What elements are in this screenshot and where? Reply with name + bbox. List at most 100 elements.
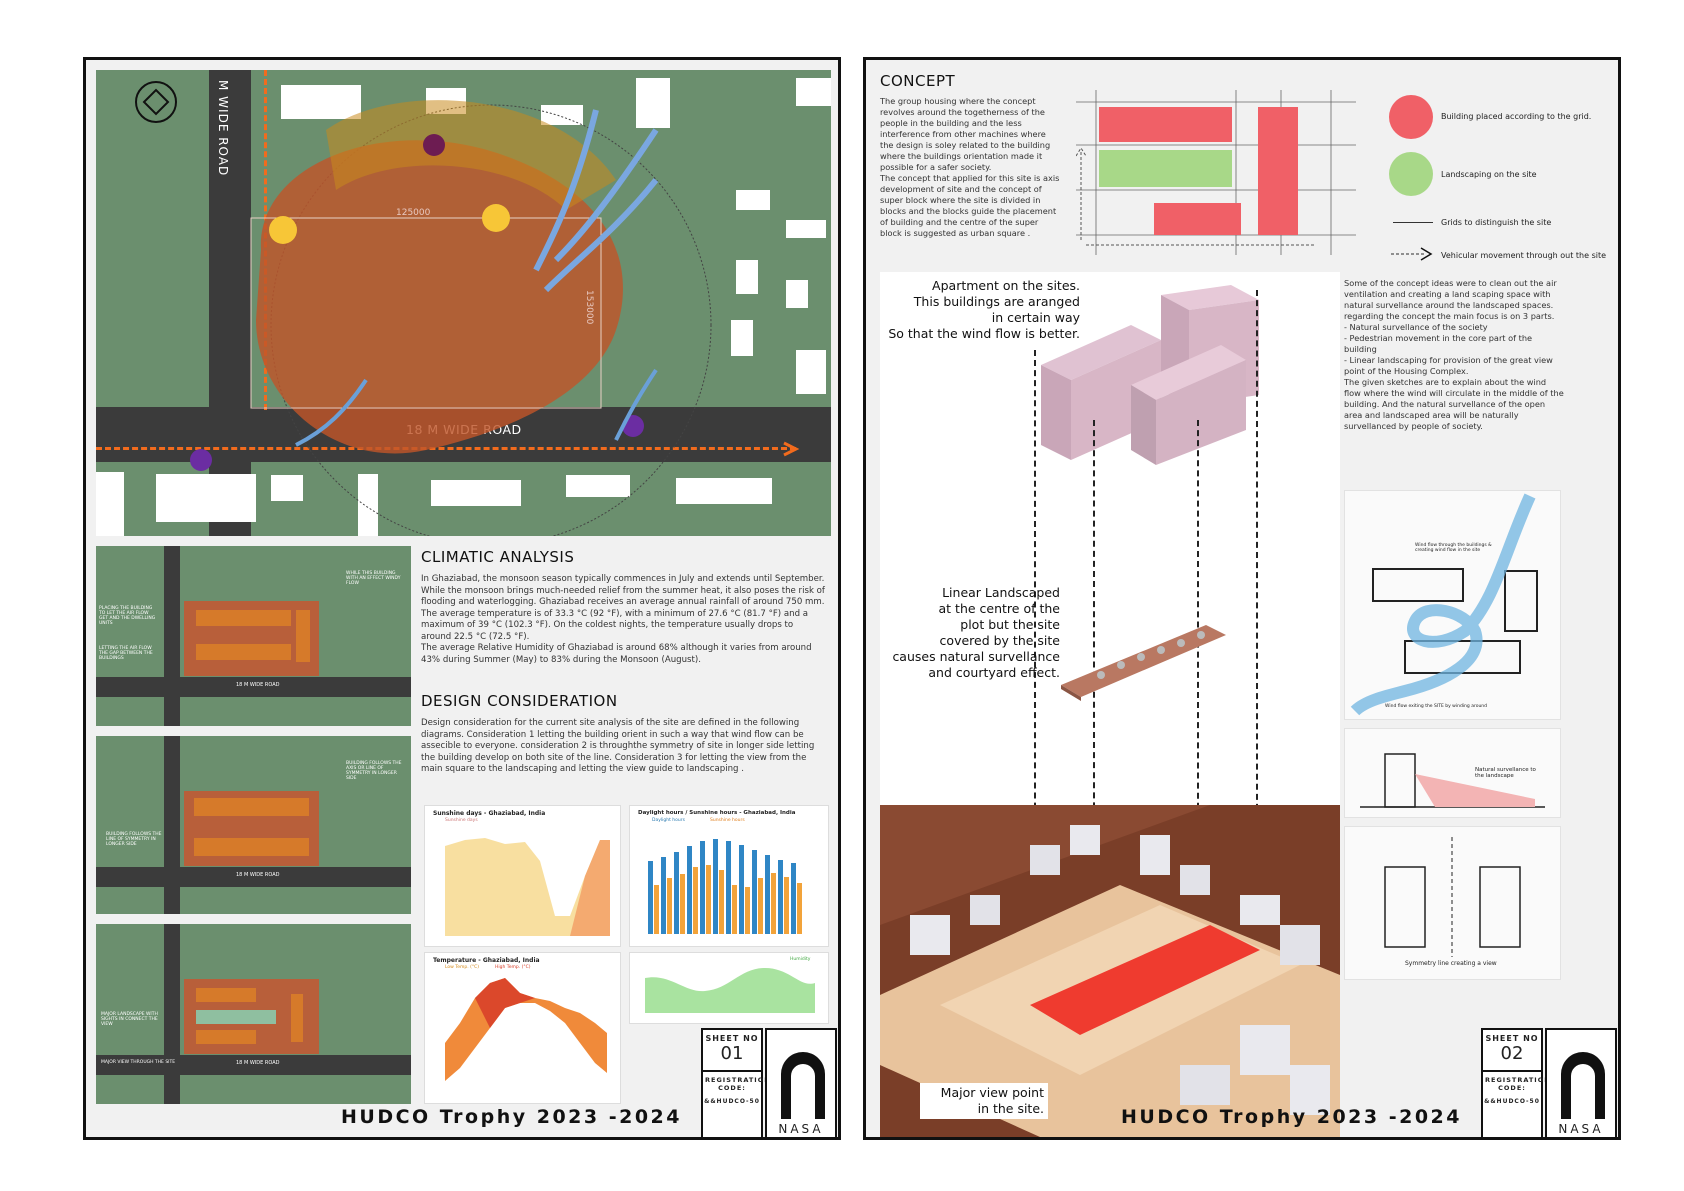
sheet-no: 02: [1500, 1043, 1524, 1064]
annotation: MAJOR LANDSCAPE WITH SIGHTS IN CONNECT T…: [101, 1012, 158, 1027]
annotation: MAJOR VIEW THROUGH THE SITE: [101, 1060, 176, 1065]
site-analysis-map: M WIDE ROAD 18 M WIDE ROAD: [96, 70, 831, 536]
urban-square-red: [1030, 925, 1260, 1035]
neighbour-building: [566, 475, 630, 497]
dimension-horizontal: 125000: [396, 208, 431, 218]
design-consideration-title: DESIGN CONSIDERATION: [421, 692, 618, 710]
sun-path-zone: [256, 140, 623, 454]
north-arrow-icon: [135, 81, 177, 123]
neighbour-building: [796, 78, 831, 106]
annotation: LETTING THE AIR FLOW THE GAP BETWEEN THE…: [99, 646, 153, 661]
vertical-road: [164, 736, 180, 914]
temperature-band-fill: [445, 978, 607, 1081]
daylight-bars: [648, 836, 820, 934]
month-bar-group: [687, 836, 698, 934]
sheet-01: M WIDE ROAD 18 M WIDE ROAD: [83, 57, 841, 1140]
daylight-bar: [674, 851, 679, 934]
month-bar-group: [648, 836, 659, 934]
landscape-strip: [196, 1010, 276, 1024]
apartment-blocks: [1041, 285, 1259, 465]
sunshine-days-chart: Sunshine days - Ghaziabad, India Sunshin…: [424, 805, 621, 947]
sheet-02: CONCEPT The group housing where the conc…: [863, 57, 1621, 1140]
building-grid-red: [1099, 107, 1232, 142]
daylight-bar: [648, 861, 653, 934]
neighbour-building: [271, 475, 303, 501]
building-grid-red: [1258, 107, 1298, 235]
moon-icon: [423, 134, 445, 156]
daylight-bar: [791, 862, 796, 934]
annotation: WHILE THIS BUILDING WITH AN EFFECT WINDY…: [346, 571, 401, 586]
vehicular-arrow: [1076, 147, 1087, 240]
annotation: BUILDING FOLLOWS THE LINE OF SYMMETRY IN…: [106, 832, 162, 847]
building-block: [196, 988, 256, 1002]
surveillance-sketch-graphic: [1360, 753, 1545, 808]
dimension-vertical: 153000: [584, 290, 594, 325]
legend-vehicular: Vehicular movement through out the site: [1441, 251, 1607, 260]
horizontal-road: [96, 1055, 411, 1075]
urban-render: Major view point in the site.: [880, 805, 1340, 1137]
concept-text: The group housing where the concept revo…: [880, 96, 1060, 238]
daylight-bar: [661, 856, 666, 934]
chart-title: Sunshine days - Ghaziabad, India: [433, 810, 546, 817]
caption-landscape: Linear Landscaped at the centre of the p…: [892, 585, 1060, 680]
wind-flow-sketch: Wind flow through the buildings & creati…: [1344, 490, 1561, 720]
sunshine-area: [445, 838, 610, 936]
concept-ideas-text: Some of the concept ideas were to clean …: [1344, 278, 1564, 431]
legend-buildings: Building placed according to the grid.: [1441, 112, 1592, 121]
daylight-bar: [752, 849, 757, 934]
building-block: [296, 610, 310, 662]
sunshine-area-late: [570, 840, 610, 936]
daylight-bar: [700, 841, 705, 934]
nasa-logo-text: NASA: [778, 1122, 824, 1136]
sunshine-bar: [771, 872, 776, 934]
nasa-arch-icon: [1561, 1052, 1605, 1119]
footer-title: HUDCO Trophy 2023 -2024: [1121, 1106, 1462, 1128]
sheet-number-box: SHEET NO 02 REGISTRATION CODE: &&HUDCO-5…: [1481, 1028, 1551, 1137]
registration-label: REGISTRATION CODE:: [705, 1076, 771, 1092]
vertical-road-label: M WIDE ROAD: [216, 80, 230, 177]
wind-arrow: [553, 128, 659, 263]
compass-ring: [270, 104, 712, 536]
horizontal-road: [96, 867, 411, 887]
registration-label: REGISTRATION CODE:: [1485, 1076, 1551, 1092]
wind-arrow: [543, 178, 659, 293]
building-block: [194, 838, 309, 856]
daylight-bar: [726, 840, 731, 934]
neighbour-building: [796, 350, 826, 394]
building-block: [194, 798, 309, 816]
moon-icon: [190, 449, 212, 471]
road-direction-arrow: [783, 441, 800, 457]
humidity-area: [645, 968, 815, 1013]
nasa-logo: NASA: [765, 1028, 837, 1137]
legend-red-circle: [1389, 95, 1433, 139]
neighbour-building: [541, 105, 583, 125]
climatic-analysis-title: CLIMATIC ANALYSIS: [421, 548, 575, 566]
block-front: [1131, 345, 1246, 465]
sunshine-bar: [667, 878, 672, 934]
road-label: 18 M WIDE ROAD: [236, 682, 280, 688]
sunshine-bar: [706, 864, 711, 934]
concept-title: CONCEPT: [880, 72, 956, 90]
building-block: [291, 994, 303, 1042]
sunshine-bar: [784, 877, 789, 934]
sun-path-overlay: [135, 81, 800, 536]
nasa-logo-text: NASA: [1558, 1122, 1604, 1136]
chart-legend-sunshine: Sunshine hours: [710, 818, 745, 823]
month-bar-group: [752, 836, 763, 934]
building-block: [196, 1030, 256, 1044]
sun-icon: [482, 204, 510, 232]
road-centerline: [96, 447, 796, 450]
neighbour-building: [96, 472, 124, 536]
surveillance-sketch: Natural survellance to the landscape: [1344, 728, 1561, 818]
chart-legend: Sunshine days: [445, 818, 478, 823]
humidity-area-fill: [645, 968, 815, 1013]
sunshine-bar: [719, 869, 724, 934]
daylight-bar: [713, 839, 718, 934]
sunshine-bar: [758, 878, 763, 934]
registration-code: &&HUDCO-50: [1484, 1098, 1540, 1105]
wind-arrow: [614, 368, 658, 441]
sunshine-bar: [732, 884, 737, 934]
vertical-road: [164, 546, 180, 726]
neighbour-building: [281, 85, 361, 119]
legend-grid-line: [1393, 222, 1433, 223]
